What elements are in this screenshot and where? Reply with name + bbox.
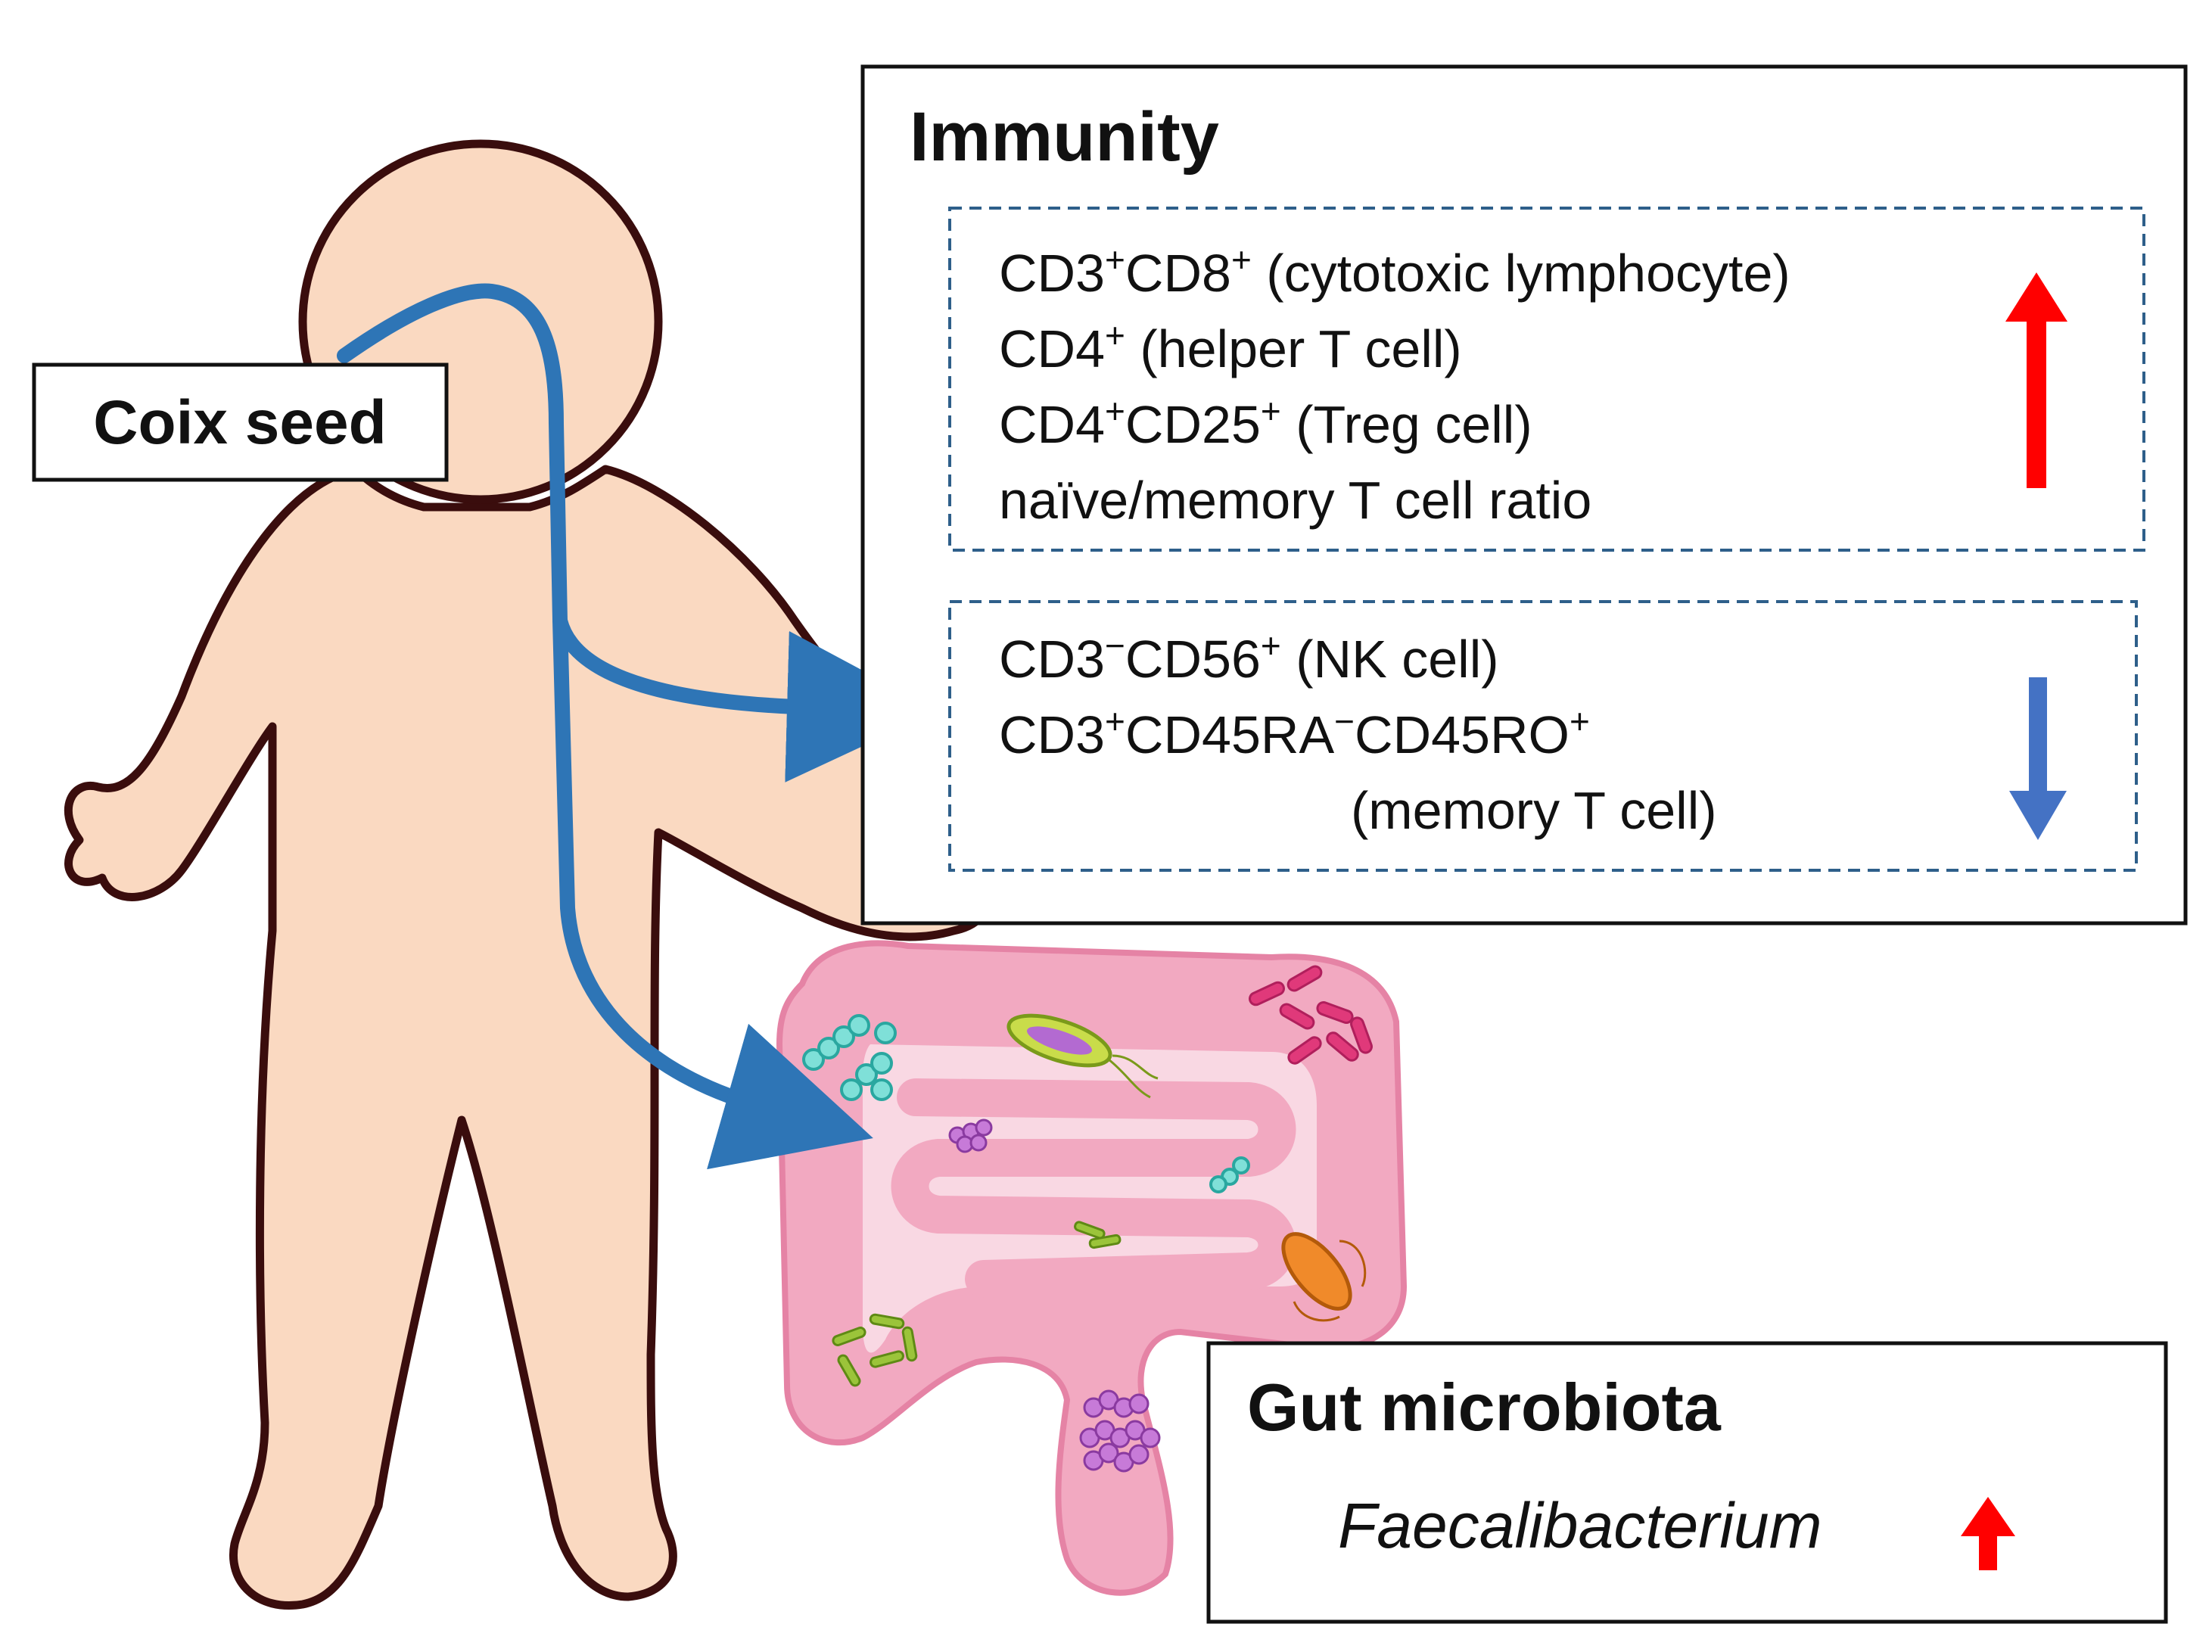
coix-seed-label: Coix seed — [93, 388, 386, 457]
marker-cd3-cd45ra-cd45ro: CD3+CD45RA−CD45RO+ — [999, 702, 1590, 764]
bacteria-icon — [948, 1118, 1161, 1473]
down-arrow-icon — [2009, 677, 2067, 840]
intestine-illustration — [776, 940, 1408, 1596]
microbiota-panel: Gut microbiota Faecalibacterium — [1206, 1341, 2168, 1624]
marker-cd4-cd25: CD4+CD25+ (Treg cell) — [999, 391, 1532, 454]
pathway-arrow-main — [337, 283, 938, 782]
up-arrow-icon — [1961, 1497, 2015, 1570]
immunity-panel: Immunity CD3+CD8+ (cytotoxic lymphocyte)… — [860, 64, 2188, 926]
small-intestine — [891, 1078, 1296, 1298]
bacteria-icon — [1281, 1232, 1367, 1322]
marker-cd3-cd56: CD3−CD56+ (NK cell) — [999, 626, 1499, 689]
microbiota-title: Gut microbiota — [1247, 1370, 1722, 1445]
increased-group-box — [948, 207, 2145, 552]
coix-seed-box: Coix seed — [32, 362, 449, 482]
bacteria-icon — [832, 1221, 1122, 1387]
decreased-group-box — [948, 600, 2138, 872]
pathway-arrow-gut — [552, 613, 873, 1170]
faecalibacterium-label: Faecalibacterium — [1338, 1490, 1822, 1561]
pathway-arrows — [337, 283, 938, 1170]
marker-cd4: CD4+ (helper T cell) — [999, 316, 1462, 378]
bacteria-icon — [1006, 1013, 1159, 1099]
marker-naive-memory-ratio: naïve/memory T cell ratio — [999, 471, 1591, 530]
immunity-title: Immunity — [910, 98, 1219, 176]
up-arrow-icon — [2005, 272, 2067, 488]
marker-memory-t-cell-label: (memory T cell) — [1351, 781, 1717, 840]
marker-cd3-cd8: CD3+CD8+ (cytotoxic lymphocyte) — [999, 240, 1790, 303]
bacteria-icon — [1248, 965, 1373, 1065]
